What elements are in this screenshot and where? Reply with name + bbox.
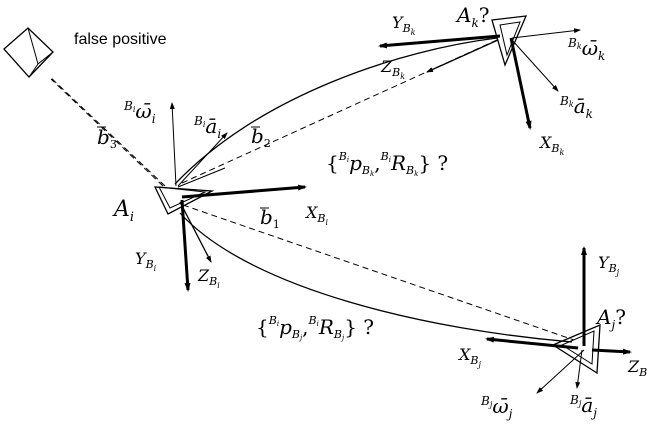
label-pose-k: {BipBk,BiRBk} ?	[326, 150, 448, 178]
false-positive-sensor	[3, 27, 54, 78]
label-a-i: Biāi	[193, 114, 221, 141]
trajectory-to-Aj	[179, 212, 573, 343]
b2-short	[177, 167, 226, 188]
sensor-Ai	[153, 186, 215, 215]
label-b2: b2	[251, 124, 271, 150]
b1-dashed-line	[182, 204, 575, 341]
omega-k-vector	[511, 28, 581, 39]
b2-dashed-line	[181, 39, 498, 184]
label-X-Bi: XBi	[304, 203, 328, 227]
label-b1: b1	[260, 205, 280, 231]
axis-Z-Bj	[591, 348, 632, 355]
label-Z-Bk: ZBk	[380, 57, 405, 81]
omega-i-vector	[169, 102, 177, 187]
label-omega-k: Bkω̄k	[567, 36, 605, 63]
svg-text:b2: b2	[251, 124, 271, 150]
axis-X-Bk	[509, 37, 532, 130]
label-Z-Bj: ZB	[627, 357, 647, 379]
label-Y-Bk: YBk	[392, 13, 416, 37]
trajectory-to-Ak	[174, 37, 498, 185]
label-Y-Bj: YBj	[598, 253, 620, 277]
axis-Z-Bi	[179, 201, 212, 263]
label-Y-Bi: YBi	[135, 249, 157, 273]
label-A-k: Ak?	[455, 3, 489, 30]
axis-Z-Bk	[426, 39, 499, 73]
svg-text:b3: b3	[97, 125, 117, 151]
label-omega-j: Bjω̄j	[480, 394, 513, 421]
label-omega-i: Biω̄i	[123, 99, 156, 126]
b3-dashed-line-2	[50, 78, 164, 187]
a-j-vector	[575, 349, 583, 389]
label-A-i: Ai	[112, 197, 134, 225]
axis-X-Bj	[485, 336, 579, 350]
omega-j-vector	[536, 349, 585, 394]
axis-Y-Bi	[180, 199, 191, 292]
b3-dashed-line	[48, 75, 166, 187]
label-Z-Bi: ZBi	[197, 266, 220, 290]
false-positive-label: false positive	[74, 31, 167, 48]
a-k-vector	[511, 39, 559, 92]
label-a-k: Bkāk	[559, 94, 593, 121]
label-b3: b3	[97, 125, 117, 151]
axis-X-Bi	[181, 184, 307, 199]
sensor-Ak	[491, 15, 528, 67]
svg-text:b1: b1	[260, 205, 280, 231]
axis-Y-Bk	[378, 34, 501, 49]
label-X-Bj: XBj	[457, 345, 481, 369]
label-A-j: Aj?	[595, 305, 626, 332]
a-i-vector	[177, 132, 228, 187]
label-X-Bk: XBk	[538, 133, 564, 157]
label-a-j: Bjāj	[569, 393, 597, 420]
label-pose-j: {BipBj,BiRBj} ?	[256, 314, 374, 342]
